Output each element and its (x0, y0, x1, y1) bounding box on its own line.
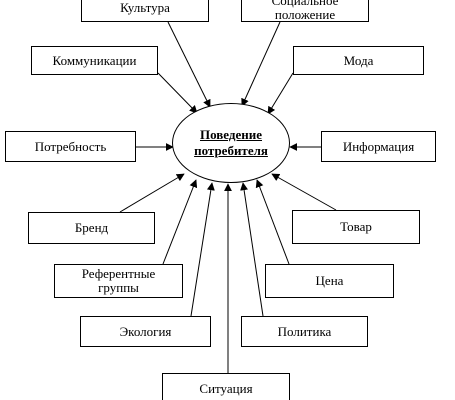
arrow-brand (119, 173, 185, 213)
reference-groups-box: Референтные группы (54, 264, 183, 298)
arrow-product (271, 173, 337, 211)
arrow-communications (157, 72, 198, 114)
arrow-reference-groups (162, 179, 198, 265)
information-box: Информация (321, 131, 436, 162)
situation-box: Ситуация (162, 373, 290, 400)
arrow-culture (167, 21, 211, 108)
arrow-fashion (267, 72, 294, 115)
arrow-politics (240, 182, 264, 317)
price-box: Цена (265, 264, 394, 298)
arrow-ecology (190, 182, 215, 317)
arrow-price (255, 179, 290, 265)
product-box: Товар (292, 210, 420, 244)
communications-box: Коммуникации (31, 46, 158, 75)
consumer-behavior-node: Поведение потребителя (172, 103, 290, 183)
connector-arrows (119, 21, 337, 373)
culture-box: Культура (81, 0, 209, 22)
politics-box: Политика (241, 316, 368, 347)
social-status-box: Социальное положение (241, 0, 369, 22)
arrow-social-status (241, 21, 281, 107)
fashion-box: Мода (293, 46, 424, 75)
ecology-box: Экология (80, 316, 211, 347)
need-box: Потребность (5, 131, 136, 162)
brand-box: Бренд (28, 212, 155, 244)
